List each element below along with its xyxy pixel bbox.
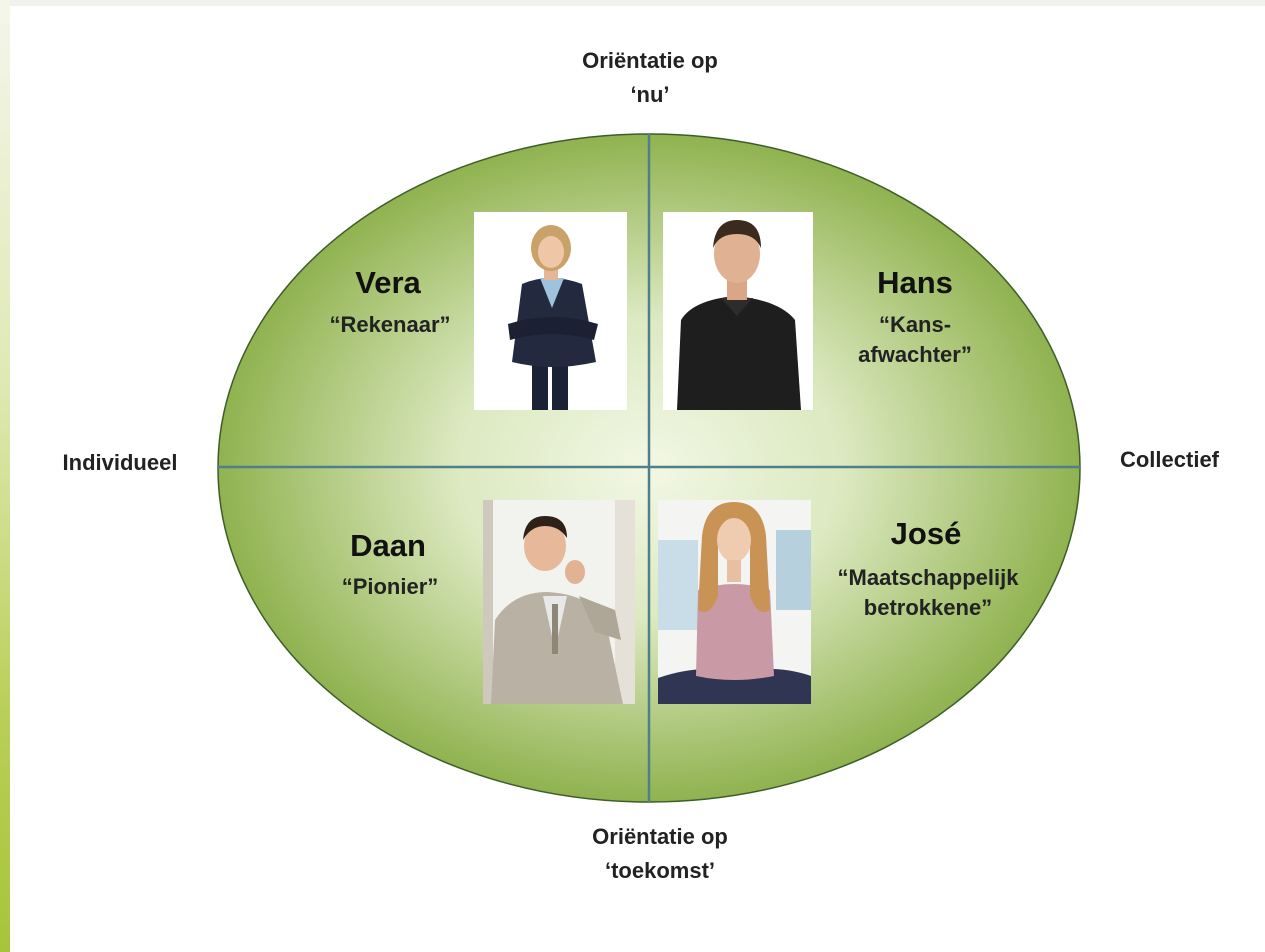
- top-edge-strip: [0, 0, 1265, 6]
- photo-hans: [663, 212, 813, 410]
- left-accent-bar: [0, 0, 10, 952]
- persona-name-jose: José: [890, 516, 962, 551]
- axis-label-bottom: Oriëntatie op ‘toekomst’: [545, 820, 775, 888]
- axis-label-bottom-line1: Oriëntatie op: [592, 824, 728, 849]
- axis-label-left: Individueel: [62, 450, 178, 475]
- persona-role-hans-line1: “Kans-: [878, 312, 952, 337]
- persona-role-hans: “Kans- afwachter”: [830, 310, 1000, 370]
- persona-name-daan: Daan: [350, 528, 426, 563]
- photo-daan: [483, 500, 635, 704]
- persona-role-jose-line2: betrokkene”: [863, 595, 993, 620]
- persona-role-jose: “Maatschappelijk betrokkene”: [808, 563, 1048, 623]
- axis-label-top: Oriëntatie op ‘nu’: [535, 44, 765, 112]
- persona-name-hans: Hans: [877, 265, 953, 300]
- axis-label-top-line1: Oriëntatie op: [582, 48, 718, 73]
- persona-role-vera: “Rekenaar”: [329, 312, 451, 337]
- photo-jose: [658, 500, 811, 704]
- axis-label-right: Collectief: [1119, 447, 1220, 472]
- photo-vera: [474, 212, 627, 410]
- persona-name-vera: Vera: [355, 265, 421, 300]
- axis-label-top-line2: ‘nu’: [630, 82, 670, 107]
- axis-label-bottom-line2: ‘toekomst’: [604, 858, 716, 883]
- persona-role-daan: “Pionier”: [341, 574, 439, 599]
- persona-role-jose-line1: “Maatschappelijk: [837, 565, 1019, 590]
- persona-role-hans-line2: afwachter”: [858, 342, 972, 367]
